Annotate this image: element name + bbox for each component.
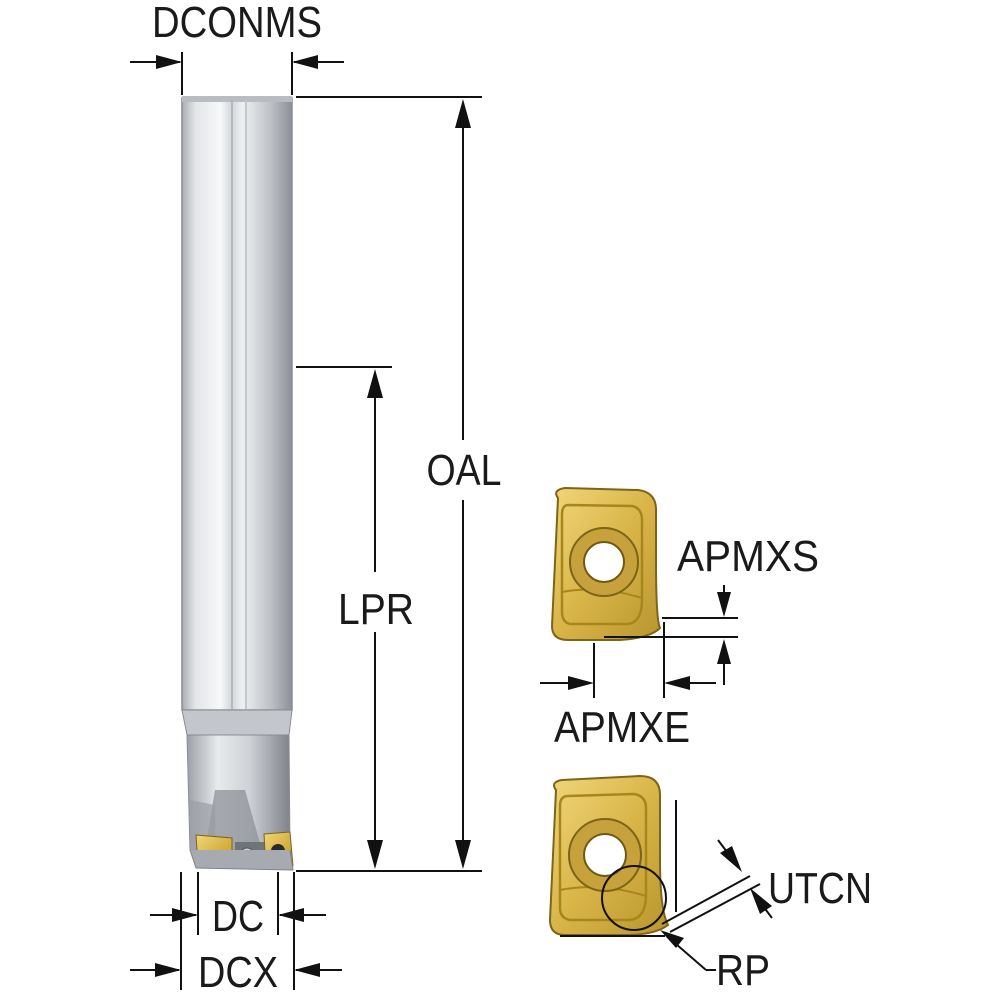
utcn-arrow-bottom — [750, 888, 772, 914]
dc-dimension: DC — [150, 872, 326, 941]
end-mill-tool — [181, 96, 294, 871]
dc-arrow-left — [172, 908, 198, 922]
oal-label: OAL — [427, 446, 502, 495]
apmxs-arrow-bottom — [717, 639, 731, 664]
dconms-arrow-left — [156, 55, 182, 69]
dcx-dimension: DCX — [130, 872, 342, 997]
apmxe-label: APMXE — [554, 703, 690, 752]
utcn-label: UTCN — [768, 864, 872, 913]
dcx-arrow-left — [155, 963, 181, 977]
tool-tip-edge — [189, 849, 294, 871]
rp-dimension: RP — [660, 930, 770, 995]
oal-dimension: OAL — [296, 96, 502, 872]
rp-arrow — [660, 930, 684, 948]
apmxs-label: APMXS — [677, 532, 819, 581]
lpr-label: LPR — [338, 585, 414, 634]
shank-end-cap — [182, 96, 292, 102]
insert-top — [550, 486, 662, 641]
oal-arrow-bottom — [455, 840, 471, 869]
apmxe-arrow-right — [664, 676, 690, 690]
corner-radius-circle — [601, 865, 667, 931]
dconms-dimension: DCONMS — [130, 0, 344, 95]
chip-flute — [205, 790, 262, 850]
oal-arrow-top — [455, 99, 471, 128]
apmxs-dimension: APMXS — [604, 532, 819, 685]
lpr-arrow-bottom — [367, 840, 383, 869]
apmxe-dimension: APMXE — [540, 622, 716, 752]
lpr-arrow-top — [367, 369, 383, 398]
utcn-arrow-top — [720, 846, 742, 872]
insert-top-land — [560, 503, 644, 626]
dcx-label: DCX — [198, 948, 278, 997]
dc-label: DC — [212, 892, 264, 941]
insert-bottom-land — [558, 792, 648, 922]
dcx-arrow-right — [294, 963, 320, 977]
tool-shank — [181, 97, 293, 711]
lpr-dimension: LPR — [296, 366, 414, 869]
apmxe-arrow-left — [568, 676, 594, 690]
rp-label: RP — [716, 946, 770, 995]
utcn-dimension: UTCN — [560, 800, 872, 937]
tool-neck — [181, 709, 293, 736]
insert-bottom — [548, 774, 670, 936]
dc-arrow-right — [278, 908, 304, 922]
insert-bottom-hole — [583, 833, 627, 877]
dconms-arrow-right — [292, 55, 318, 69]
insert-top-hole — [583, 541, 625, 583]
dconms-label: DCONMS — [152, 0, 322, 47]
apmxs-arrow-top — [717, 592, 731, 617]
